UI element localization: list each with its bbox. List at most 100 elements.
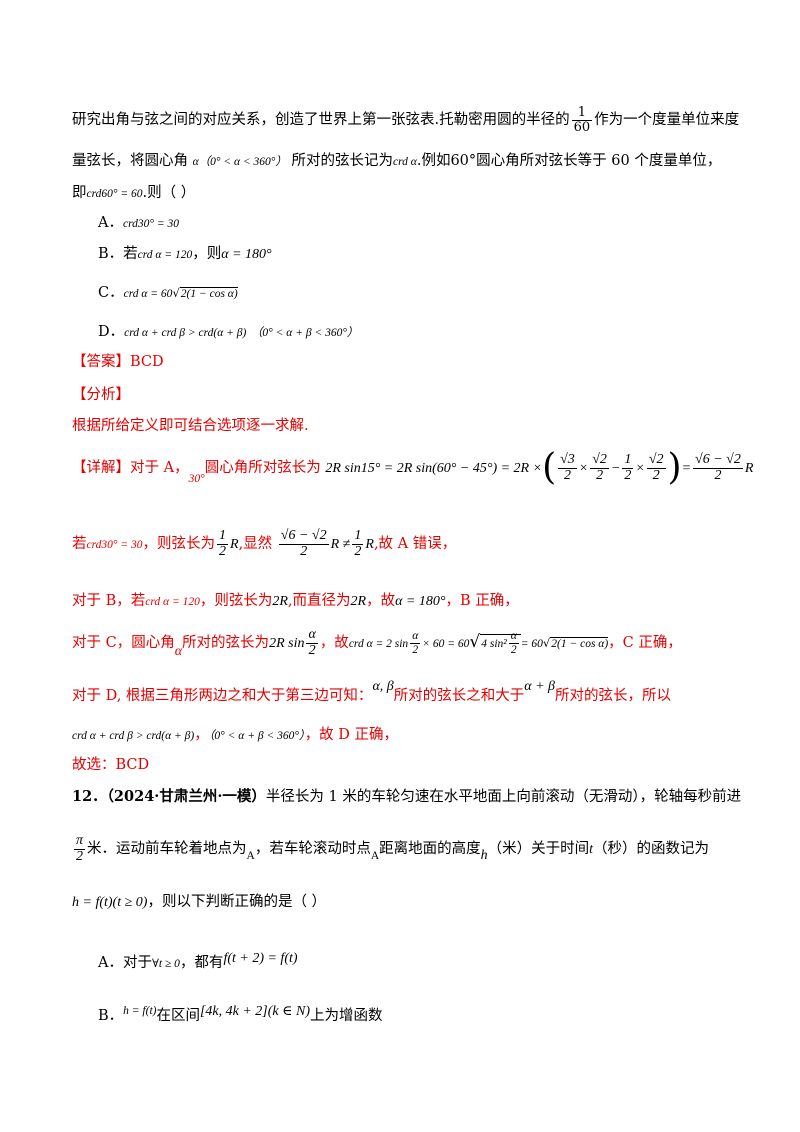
math: 2R: [350, 594, 367, 609]
frac-num: 1: [571, 106, 593, 121]
text: .例如60°圆心角所对弦长等于 60 个度量单位，: [416, 153, 722, 169]
text: 所对的弦长记为: [291, 153, 394, 169]
text: ，故: [366, 593, 396, 609]
question-number: 12．: [72, 788, 107, 805]
detail-label: 【详解】: [72, 460, 130, 476]
math: −: [610, 461, 621, 476]
q12-option-b: B．h = f(t)在区间[4k, 4k + 2](k ∈ N)上为增函数: [98, 1004, 800, 1028]
conclusion-line: 故选：BCD: [72, 754, 800, 776]
text: ,故 A 错误，: [373, 536, 457, 552]
option-b: B．若crd α = 120，则α = 180°: [98, 243, 800, 266]
analysis-label: 【分析】: [72, 387, 130, 403]
frac-num: √6 − √2: [693, 451, 743, 469]
math: R: [230, 537, 239, 552]
text: 半径长为 1 米的车轮匀速在水平地面上向前滚动（无滑动），轮轴每秒前进: [265, 789, 742, 805]
math: A: [246, 850, 255, 862]
text: 研究出角与弦之间的对应关系，创造了世界上第一张弦表.托勒密用圆的半径的: [72, 112, 570, 129]
frac-num: 1: [352, 527, 364, 545]
math: α = 180°: [395, 594, 446, 609]
text: （秒）的函数记为: [593, 841, 710, 857]
text: 距离地面的高度: [379, 841, 481, 857]
text: ，若车轮滚动时点: [254, 841, 371, 857]
option-label: D．: [98, 324, 125, 340]
frac-den: 2: [624, 467, 632, 483]
math: 4 sin²: [481, 638, 507, 650]
frac-num: √6 − √2: [278, 527, 329, 545]
math: 2(1 − cos α): [550, 637, 609, 650]
math: crd30° = 30: [86, 539, 143, 551]
text: 对于 B，若: [72, 593, 146, 609]
math: h = f(t): [123, 1005, 157, 1017]
text: 量弦长，将圆心角: [72, 153, 188, 169]
answer-value: BCD: [130, 354, 164, 370]
analysis-label-line: 【分析】: [72, 384, 800, 406]
answer-label: 【答案】: [72, 354, 130, 370]
text: 所对的弦长为: [182, 635, 270, 651]
text: 对于 C，圆心角: [72, 635, 175, 651]
frac-den: 2: [563, 467, 571, 483]
math: 30°: [188, 473, 205, 485]
analysis-text: 根据所给定义即可结合选项逐一求解.: [72, 418, 309, 434]
math: crd α = 60: [123, 288, 173, 300]
text: ,而直径为: [287, 593, 351, 609]
math: = 60: [520, 638, 543, 650]
math: （0° < α + β < 360°）: [250, 327, 359, 339]
text: ,显然: [238, 536, 273, 552]
text: ，B 正确，: [445, 593, 519, 609]
frac-num: α: [410, 630, 421, 644]
math: crd α: [393, 156, 417, 168]
option-label: A．: [98, 215, 123, 231]
math: crd30° = 30: [122, 218, 179, 230]
math: crd α + crd β > crd(α + β): [124, 327, 247, 339]
frac-den: 60: [573, 119, 591, 135]
math: 2R sin: [269, 636, 305, 651]
frac-num: α: [306, 626, 318, 644]
math: ×: [635, 461, 645, 476]
text: 若: [72, 536, 87, 552]
option-label: B．: [98, 1008, 124, 1024]
math: 2R sin15° = 2R sin(60° − 45°) = 2R ×: [325, 461, 543, 476]
frac-den: 2: [412, 643, 419, 656]
q12-line-3: h = f(t)(t ≥ 0)，则以下判断正确的是（ ）: [72, 891, 800, 914]
text: 对于 D, 根据三角形两边之和大于第三边可知：: [72, 688, 373, 704]
math: × 60 = 60: [422, 638, 470, 650]
text: 在区间: [156, 1008, 200, 1024]
text: 上为增函数: [309, 1008, 383, 1024]
text: 对于 A，: [130, 460, 189, 476]
option-a: A．crd30° = 30: [98, 212, 800, 235]
frac-num: π: [74, 832, 86, 850]
paragraph-line-3: 即crd60° = 60.则（ ）: [72, 182, 800, 205]
option-label: B．若: [98, 246, 138, 262]
frac-num: √2: [590, 451, 609, 469]
frac-num: 1: [622, 451, 634, 469]
frac-den: 2: [219, 543, 227, 559]
math: α, β: [372, 679, 394, 694]
frac-den: 2: [300, 543, 308, 559]
math: A: [370, 850, 380, 862]
math: α: [174, 644, 183, 659]
frac-num: 1: [217, 527, 229, 545]
text: ，则: [192, 246, 222, 262]
text: ，C 正确，: [608, 635, 682, 651]
text: ，故: [319, 635, 349, 651]
conclusion-text: 故选：BCD: [72, 757, 150, 773]
text: 所对的弦长，所以: [555, 688, 672, 704]
frac-den: 2: [354, 543, 362, 559]
math: t: [589, 842, 594, 857]
math: ×: [578, 461, 589, 476]
math: h: [480, 848, 488, 863]
text: （米）关于时间: [487, 841, 590, 857]
math: R: [744, 461, 754, 476]
text: ，故 D 正确，: [304, 727, 399, 743]
math: crd α = 120: [145, 596, 200, 608]
